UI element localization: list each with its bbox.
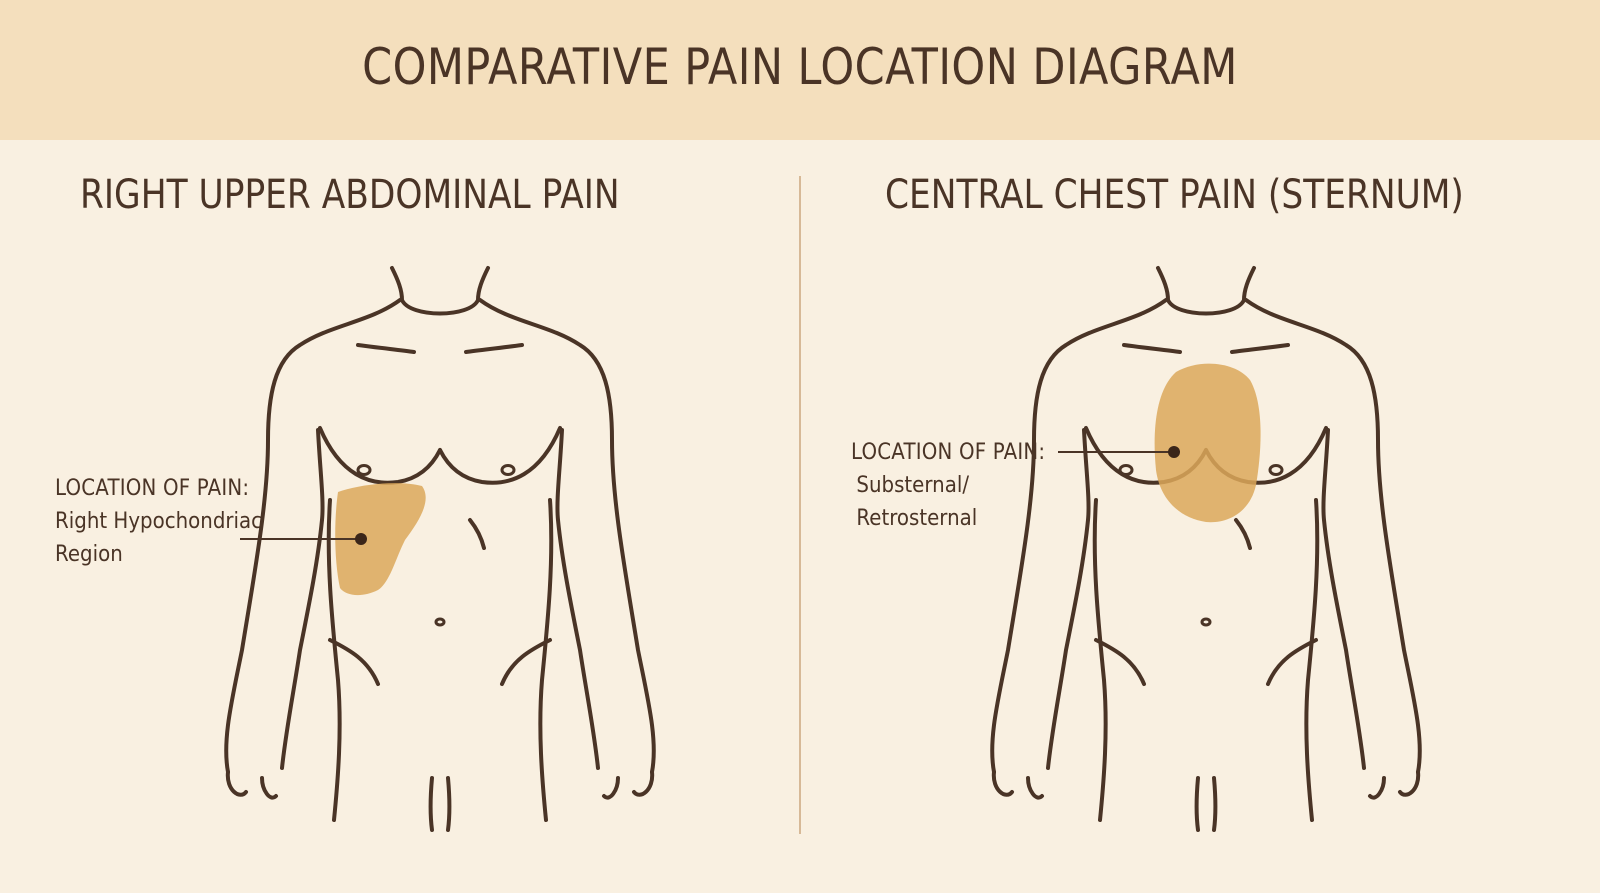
left-label-line-1: Right Hypochondriac xyxy=(55,509,263,534)
panel-divider xyxy=(799,176,801,834)
left-inner-arm-right xyxy=(555,428,600,770)
title-band xyxy=(0,0,1600,140)
left-nipple-left xyxy=(356,464,372,476)
right-outer-arm-left xyxy=(990,298,1168,774)
right-torso-side-left xyxy=(1092,498,1108,822)
left-leader-dot xyxy=(355,533,367,545)
left-pain-label: LOCATION OF PAIN: Right Hypochondriac Re… xyxy=(55,472,262,571)
right-hip-right xyxy=(1266,638,1318,686)
right-nipple-left xyxy=(1118,464,1134,476)
left-torso-side-right xyxy=(538,498,554,822)
left-torso-side-left xyxy=(326,498,342,822)
left-pain-area xyxy=(335,483,426,596)
left-neck-outline xyxy=(390,266,490,316)
left-label-line-2: Region xyxy=(55,542,123,567)
right-inner-arm-left xyxy=(1046,428,1091,770)
right-navel xyxy=(1200,617,1212,627)
right-inner-arm-right xyxy=(1321,428,1366,770)
right-leader-dot xyxy=(1168,446,1180,458)
right-hip-left xyxy=(1094,638,1146,686)
left-navel xyxy=(434,617,446,627)
left-hip-right xyxy=(500,638,552,686)
left-hand-right xyxy=(602,770,655,800)
right-torso-side-right xyxy=(1304,498,1320,822)
right-hand-right xyxy=(1368,770,1421,800)
right-pain-area xyxy=(1154,363,1261,523)
right-hand-left xyxy=(991,770,1044,800)
left-hip-left xyxy=(328,638,380,686)
left-rib-line xyxy=(468,518,486,550)
left-inner-arm-left xyxy=(280,428,325,770)
main-title: COMPARATIVE PAIN LOCATION DIAGRAM xyxy=(362,38,1238,96)
right-label-line-1: Substernal/ xyxy=(856,473,969,498)
left-nipple-right xyxy=(500,464,516,476)
right-pain-label: LOCATION OF PAIN: Substernal/ Retrostern… xyxy=(851,436,1045,535)
left-outer-arm-right xyxy=(478,298,656,774)
right-groin xyxy=(1194,776,1218,832)
right-panel-title: CENTRAL CHEST PAIN (STERNUM) xyxy=(885,172,1464,218)
right-label-heading: LOCATION OF PAIN: xyxy=(851,440,1046,465)
left-pec-left xyxy=(318,426,442,485)
left-outer-arm-left xyxy=(224,298,402,774)
left-panel-title: RIGHT UPPER ABDOMINAL PAIN xyxy=(80,172,620,218)
left-pec-right xyxy=(438,426,562,485)
left-label-heading: LOCATION OF PAIN: xyxy=(55,476,250,501)
left-groin xyxy=(428,776,452,832)
right-label-line-2: Retrosternal xyxy=(856,506,978,531)
left-clavicle-right xyxy=(464,343,524,354)
left-clavicle-left xyxy=(356,343,416,354)
right-clavicle-left xyxy=(1122,343,1182,354)
left-hand-left xyxy=(225,770,278,800)
right-neck-outline xyxy=(1156,266,1256,316)
right-clavicle-right xyxy=(1230,343,1290,354)
right-outer-arm-right xyxy=(1244,298,1422,774)
right-nipple-right xyxy=(1268,464,1284,476)
right-rib-line xyxy=(1234,518,1252,550)
